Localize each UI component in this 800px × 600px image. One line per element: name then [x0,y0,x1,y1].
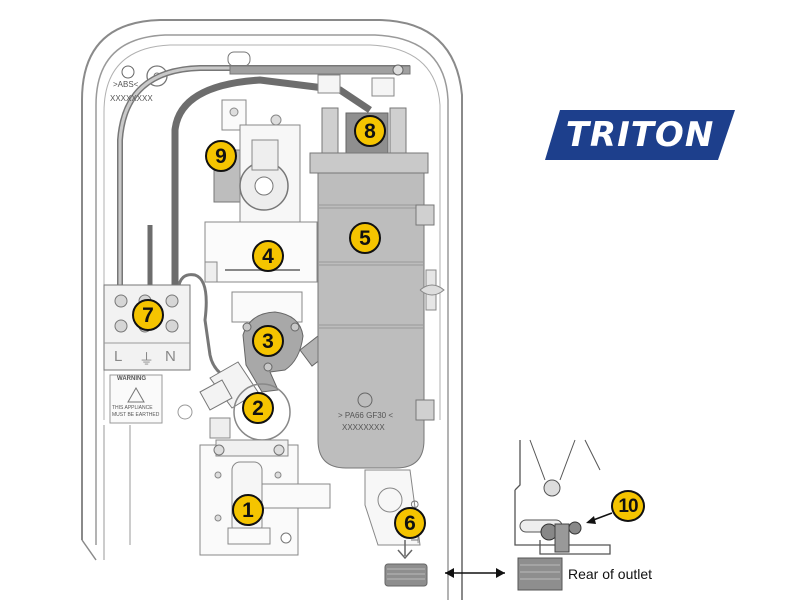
heater-top-studs-right [389,107,407,157]
triton-logo-shape [545,110,735,160]
callout-6: 6 [394,507,426,539]
callout-3: 3 [252,325,284,357]
casing-inner-outline-2 [103,44,441,420]
heater-serial-mark: XXXXXXXX [342,423,385,432]
top-rail [229,65,411,75]
casing-inner-outline [95,34,449,600]
outlet-thread [384,563,428,587]
outlet-clip [554,523,570,553]
casing-serial-mark: XXXXXXXX [110,94,153,103]
warning-label [109,374,163,424]
terminal-label-earth: ⏚ [139,351,155,368]
triton-logo: TRITON [545,110,735,160]
warning-line-1: THIS APPLIANCE [112,405,153,411]
callout-7: 7 [132,299,164,331]
heater-top-studs-left [321,107,339,157]
callout-2: 2 [242,392,274,424]
casing-material-mark: >ABS< [113,80,139,89]
inset-caption: Rear of outlet [568,566,653,582]
callout-1: 1 [232,494,264,526]
heater-cap [309,152,429,174]
callout-5: 5 [349,222,381,254]
heater-material-mark: > PA66 GF30 < [338,411,393,420]
logo-text: TRITON [565,115,715,155]
warning-line-2: MUST BE EARTHED [112,412,160,418]
casing-bottom-left [81,539,97,561]
callout-9: 9 [205,140,237,172]
hang-slot [227,51,251,67]
inset-thread [517,557,563,591]
heater-recycle-icon [357,392,373,408]
outlet-arrow-icon [397,540,413,560]
heater-tank [317,172,425,469]
casing-outline [81,19,463,600]
callout-8: 8 [354,115,386,147]
warning-triangle-icon [127,386,145,403]
recycle-icon [121,65,135,79]
warning-title: WARNING [117,376,146,382]
cable-neutral [171,76,372,290]
terminal-label-neutral: N [165,348,176,365]
callout-10: 10 [611,490,645,522]
terminal-label-live: L [114,348,123,365]
inset-bracket [514,440,611,555]
cable-live-inner [118,66,410,290]
callout-4: 4 [252,240,284,272]
